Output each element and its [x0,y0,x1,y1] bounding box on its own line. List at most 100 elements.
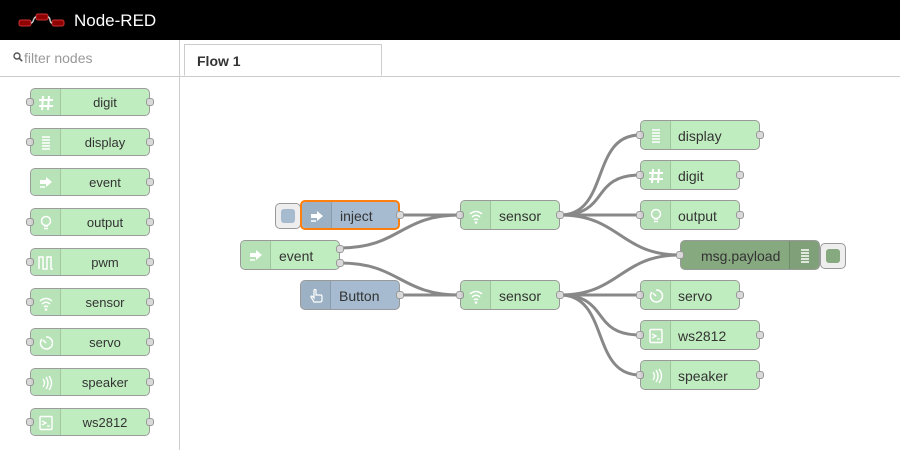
input-port[interactable] [26,258,34,266]
wifi-icon [469,210,483,224]
node-label: event [279,248,314,264]
palette-node-event[interactable]: event [30,168,154,196]
output-port[interactable] [146,378,154,386]
input-port[interactable] [636,171,644,179]
wire [339,213,461,250]
palette-node-label: servo [89,335,121,350]
display-icon [42,136,50,150]
debug-list-icon [801,249,809,263]
palette-node-pwm[interactable]: pwm [26,248,154,276]
palette-node-label: pwm [91,255,119,270]
node-red-logo-icon [18,13,65,27]
event-arrow-icon [40,177,52,188]
output-port[interactable] [556,291,564,299]
button-node[interactable]: Button [300,280,404,310]
event-arrow-icon [250,250,262,261]
palette-node-sensor[interactable]: sensor [26,288,154,316]
wifi-icon [469,290,483,304]
palette-node-display[interactable]: display [26,128,154,156]
input-port[interactable] [26,98,34,106]
input-port[interactable] [456,291,464,299]
output-port[interactable] [756,131,764,139]
ws2812-icon [649,328,663,344]
ws2812-node[interactable]: ws2812 [636,320,764,350]
output-port[interactable] [396,211,404,219]
wire [559,213,681,257]
wire [559,253,681,297]
speaker-icon [652,368,663,384]
input-port[interactable] [676,251,684,259]
output-port[interactable] [736,211,744,219]
node-label: inject [340,208,373,224]
output-port[interactable] [146,138,154,146]
speaker-node[interactable]: speaker [636,360,764,390]
input-port[interactable] [26,378,34,386]
input-port[interactable] [636,291,644,299]
pwm-icon [38,256,53,270]
output-node[interactable]: output [636,200,744,230]
node-label: output [678,208,717,224]
header-bar: Node-RED [0,0,900,40]
input-port[interactable] [26,418,34,426]
palette-node-ws2812[interactable]: ws2812 [26,408,154,436]
output-port[interactable] [756,331,764,339]
output-port[interactable] [736,291,744,299]
wire [559,173,641,217]
output-port[interactable] [336,259,344,267]
servo-node[interactable]: servo [636,280,744,310]
node-label: sensor [499,288,542,304]
palette-node-speaker[interactable]: speaker [26,368,154,396]
hash-icon [649,168,663,184]
inject-node[interactable]: inject [300,200,404,230]
inject-trigger-button[interactable] [275,203,301,229]
node-label: digit [678,168,704,184]
ws2812-icon [39,415,53,431]
input-port[interactable] [456,211,464,219]
output-port[interactable] [336,245,344,253]
wifi-icon [39,297,53,311]
output-port[interactable] [146,418,154,426]
palette-node-label: digit [93,95,117,110]
output-port[interactable] [556,211,564,219]
search-icon [13,52,23,62]
sensor-node[interactable]: sensor [456,280,564,310]
node-label: ws2812 [678,328,727,344]
output-port[interactable] [146,218,154,226]
input-port[interactable] [26,218,34,226]
bulb-icon [650,208,662,223]
output-port[interactable] [146,258,154,266]
app-title: Node-RED [74,11,157,30]
input-port[interactable] [26,298,34,306]
input-port[interactable] [26,138,34,146]
output-port[interactable] [756,371,764,379]
palette-node-output[interactable]: output [26,208,154,236]
palette-node-digit[interactable]: digit [26,88,154,116]
debug-toggle-button[interactable] [820,243,846,269]
output-port[interactable] [146,298,154,306]
input-port[interactable] [636,331,644,339]
input-port[interactable] [26,338,34,346]
event-node[interactable]: event [240,240,344,270]
debug-node[interactable]: msg.payload [676,240,820,270]
digit-node[interactable]: digit [636,160,744,190]
output-port[interactable] [736,171,744,179]
wire [559,293,641,377]
node-label: speaker [678,368,728,384]
filter-nodes-input[interactable] [24,48,164,68]
input-port[interactable] [636,131,644,139]
output-port[interactable] [396,291,404,299]
flow-workspace[interactable]: inject event Button sensor sensor displa… [180,77,900,450]
output-port[interactable] [146,338,154,346]
palette-node-label: speaker [81,375,129,390]
output-port[interactable] [146,98,154,106]
input-port[interactable] [636,211,644,219]
palette-node-servo[interactable]: servo [26,328,154,356]
output-port[interactable] [146,178,154,186]
node-label: Button [339,288,380,304]
tab-flow-1[interactable]: Flow 1 [184,44,382,76]
sensor-node[interactable]: sensor [456,200,564,230]
hand-icon [310,288,323,303]
input-port[interactable] [636,371,644,379]
inject-arrow-icon [311,211,323,222]
display-node[interactable]: display [636,120,764,150]
